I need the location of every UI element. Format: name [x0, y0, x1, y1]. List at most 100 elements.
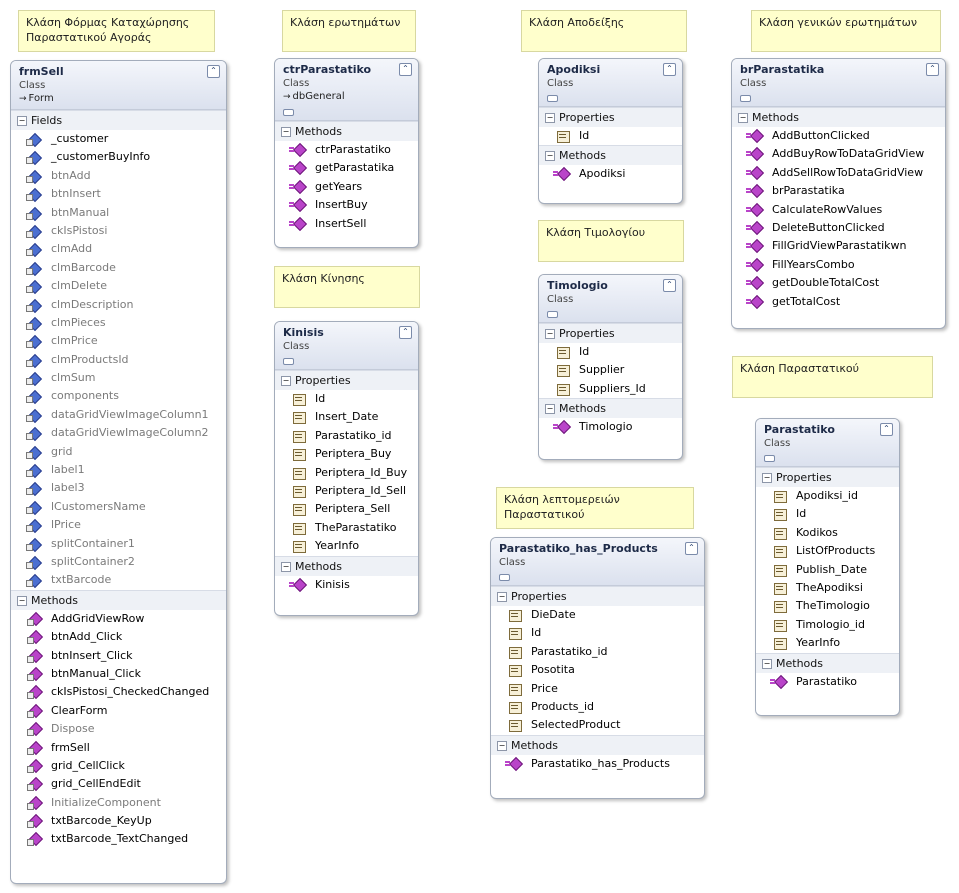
- member-row[interactable]: Periptera_Buy: [275, 445, 418, 463]
- member-row[interactable]: AddGridViewRow: [11, 610, 226, 628]
- section-properties[interactable]: −Properties: [275, 370, 418, 390]
- member-row[interactable]: AddBuyRowToDataGridView: [732, 145, 945, 163]
- member-row[interactable]: getDoubleTotalCost: [732, 274, 945, 292]
- member-row[interactable]: Kinisis: [275, 576, 418, 594]
- member-row[interactable]: ckIsPistosi: [11, 222, 226, 240]
- member-row[interactable]: Periptera_Id_Sell: [275, 482, 418, 500]
- member-row[interactable]: Parastatiko_id: [275, 427, 418, 445]
- member-row[interactable]: clmBarcode: [11, 259, 226, 277]
- section-properties[interactable]: −Properties: [491, 586, 704, 606]
- member-row[interactable]: Id: [275, 390, 418, 408]
- member-row[interactable]: YearInfo: [756, 634, 899, 652]
- member-row[interactable]: Id: [539, 343, 682, 361]
- member-row[interactable]: Kodikos: [756, 524, 899, 542]
- collapse-icon[interactable]: ⌃: [663, 63, 676, 76]
- collapse-icon[interactable]: ⌃: [926, 63, 939, 76]
- collapse-icon[interactable]: ⌃: [685, 542, 698, 555]
- minus-icon[interactable]: −: [497, 740, 507, 751]
- member-row[interactable]: components: [11, 387, 226, 405]
- member-row[interactable]: Periptera_Sell: [275, 500, 418, 518]
- minus-icon[interactable]: −: [497, 592, 507, 602]
- member-row[interactable]: txtBarcode_TextChanged: [11, 830, 226, 848]
- member-row[interactable]: grid_CellEndEdit: [11, 775, 226, 793]
- section-methods[interactable]: −Methods: [539, 398, 682, 419]
- member-row[interactable]: InitializeComponent: [11, 794, 226, 812]
- member-row[interactable]: ClearForm: [11, 702, 226, 720]
- member-row[interactable]: _customer: [11, 130, 226, 148]
- member-row[interactable]: AddButtonClicked: [732, 127, 945, 145]
- member-row[interactable]: clmDescription: [11, 296, 226, 314]
- minus-icon[interactable]: −: [545, 404, 555, 415]
- collapse-icon[interactable]: ⌃: [399, 326, 412, 339]
- member-row[interactable]: Parastatiko_id: [491, 643, 704, 661]
- member-row[interactable]: frmSell: [11, 739, 226, 757]
- member-row[interactable]: ctrParastatiko: [275, 141, 418, 159]
- member-row[interactable]: dataGridViewImageColumn1: [11, 406, 226, 424]
- member-row[interactable]: btnInsert_Click: [11, 647, 226, 665]
- section-properties[interactable]: −Properties: [539, 323, 682, 343]
- member-row[interactable]: getParastatika: [275, 159, 418, 177]
- class-Apodiksi[interactable]: Apodiksi Class ⌃ −Properties Id −Methods…: [538, 58, 683, 204]
- member-row[interactable]: lCustomersName: [11, 498, 226, 516]
- member-row[interactable]: txtBarcode: [11, 571, 226, 589]
- member-row[interactable]: label3: [11, 479, 226, 497]
- member-row[interactable]: TheParastatiko: [275, 519, 418, 537]
- section-methods[interactable]: −Methods: [756, 652, 899, 673]
- member-row[interactable]: Id: [539, 127, 682, 145]
- member-row[interactable]: AddSellRowToDataGridView: [732, 164, 945, 182]
- member-row[interactable]: clmProductsId: [11, 351, 226, 369]
- minus-icon[interactable]: −: [281, 561, 291, 572]
- member-row[interactable]: Publish_Date: [756, 561, 899, 579]
- member-row[interactable]: clmDelete: [11, 277, 226, 295]
- member-row[interactable]: Parastatiko: [756, 673, 899, 691]
- member-row[interactable]: clmPrice: [11, 332, 226, 350]
- member-row[interactable]: Suppliers_Id: [539, 380, 682, 398]
- member-row[interactable]: clmSum: [11, 369, 226, 387]
- collapse-icon[interactable]: ⌃: [399, 63, 412, 76]
- class-ctrParastatiko[interactable]: ctrParastatiko Class →dbGeneral ⌃ −Metho…: [274, 58, 419, 248]
- member-row[interactable]: Apodiksi: [539, 165, 682, 183]
- section-methods[interactable]: −Methods: [11, 589, 226, 610]
- member-row[interactable]: getTotalCost: [732, 293, 945, 311]
- member-row[interactable]: InsertSell: [275, 215, 418, 233]
- section-properties[interactable]: −Properties: [539, 107, 682, 127]
- member-row[interactable]: clmAdd: [11, 240, 226, 258]
- member-row[interactable]: TheTimologio: [756, 597, 899, 615]
- minus-icon[interactable]: −: [738, 113, 748, 123]
- minus-icon[interactable]: −: [281, 127, 291, 137]
- minus-icon[interactable]: −: [762, 473, 772, 483]
- minus-icon[interactable]: −: [17, 595, 27, 606]
- section-properties[interactable]: −Properties: [756, 467, 899, 487]
- member-row[interactable]: grid: [11, 443, 226, 461]
- minus-icon[interactable]: −: [281, 376, 291, 386]
- member-row[interactable]: splitContainer1: [11, 535, 226, 553]
- section-methods[interactable]: −Methods: [732, 107, 945, 127]
- member-row[interactable]: SelectedProduct: [491, 716, 704, 734]
- member-row[interactable]: FillGridViewParastatikwn: [732, 237, 945, 255]
- member-row[interactable]: lPrice: [11, 516, 226, 534]
- member-row[interactable]: Id: [756, 505, 899, 523]
- collapse-icon[interactable]: ⌃: [663, 279, 676, 292]
- member-row[interactable]: Periptera_Id_Buy: [275, 464, 418, 482]
- member-row[interactable]: clmPieces: [11, 314, 226, 332]
- member-row[interactable]: YearInfo: [275, 537, 418, 555]
- member-row[interactable]: ListOfProducts: [756, 542, 899, 560]
- member-row[interactable]: CalculateRowValues: [732, 201, 945, 219]
- member-row[interactable]: splitContainer2: [11, 553, 226, 571]
- member-row[interactable]: txtBarcode_KeyUp: [11, 812, 226, 830]
- section-methods[interactable]: −Methods: [275, 555, 418, 576]
- minus-icon[interactable]: −: [545, 329, 555, 339]
- member-row[interactable]: grid_CellClick: [11, 757, 226, 775]
- member-row[interactable]: Id: [491, 624, 704, 642]
- member-row[interactable]: FillYearsCombo: [732, 256, 945, 274]
- member-row[interactable]: dataGridViewImageColumn2: [11, 424, 226, 442]
- collapse-icon[interactable]: ⌃: [880, 423, 893, 436]
- minus-icon[interactable]: −: [17, 116, 27, 126]
- member-row[interactable]: btnInsert: [11, 185, 226, 203]
- member-row[interactable]: label1: [11, 461, 226, 479]
- class-brParastatika[interactable]: brParastatika Class ⌃ −Methods AddButton…: [731, 58, 946, 329]
- class-frmSell[interactable]: frmSell Class →Form ⌃ −Fields _customer_…: [10, 60, 227, 884]
- member-row[interactable]: Timologio_id: [756, 616, 899, 634]
